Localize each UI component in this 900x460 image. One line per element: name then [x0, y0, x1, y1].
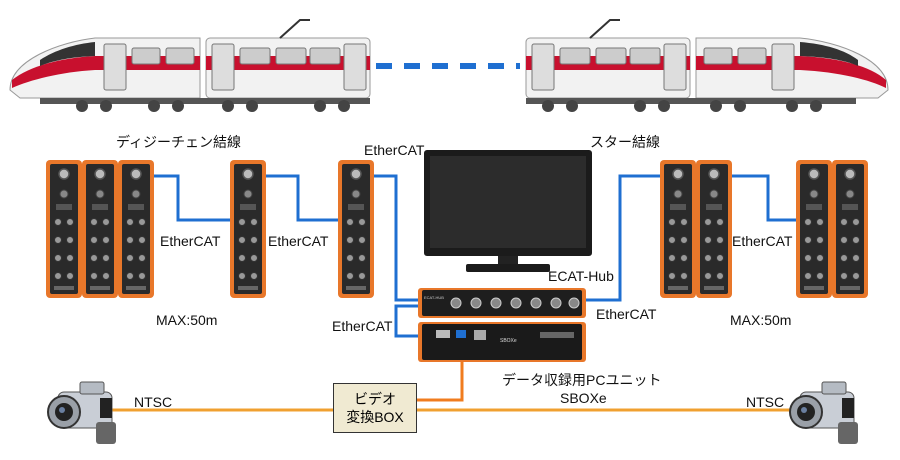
camcorder-left — [47, 381, 117, 445]
ethercat-top-label: EtherCAT — [364, 142, 425, 158]
sbox-device-text: SBOXe — [500, 338, 517, 344]
module-star-2 — [695, 159, 733, 299]
hub-device-text: ECAT-HUB — [424, 295, 444, 300]
module-daisy-1 — [45, 159, 83, 299]
unit-label-line1: データ収録用PCユニット — [502, 372, 662, 388]
ntsc-left-label: NTSC — [134, 394, 173, 410]
ethercat-cables — [152, 174, 796, 338]
video-box-line1: ビデオ — [354, 391, 396, 407]
unit-label-line2: SBOXe — [560, 390, 607, 406]
video-box-line2: 変換BOX — [346, 409, 404, 425]
module-star-3 — [795, 159, 833, 299]
ethercat-right1-label: EtherCAT — [596, 306, 657, 322]
module-star-4 — [831, 159, 869, 299]
module-star-1 — [659, 159, 697, 299]
video-converter-box: ビデオ 変換BOX — [333, 383, 417, 433]
ethercat-left1-label: EtherCAT — [160, 233, 221, 249]
star-label: スター結線 — [590, 134, 660, 150]
max-right-label: MAX:50m — [730, 312, 792, 328]
ethercat-right2-label: EtherCAT — [732, 233, 793, 249]
train-left — [9, 19, 371, 112]
monitor-icon — [424, 150, 592, 272]
ecat-hub-device: ECAT-HUB — [418, 288, 586, 318]
module-daisy-2 — [81, 159, 119, 299]
ntsc-right-label: NTSC — [746, 394, 785, 410]
train-right — [525, 19, 889, 112]
daisy-chain-label: ディジーチェン結線 — [116, 134, 242, 150]
module-daisy-3 — [117, 159, 155, 299]
module-daisy-5 — [337, 159, 375, 299]
max-left-label: MAX:50m — [156, 312, 218, 328]
camcorder-right — [789, 381, 859, 445]
sboxe-device: SBOXe — [418, 322, 586, 362]
ethercat-left2-label: EtherCAT — [268, 233, 329, 249]
ethercat-bottom-left-label: EtherCAT — [332, 318, 393, 334]
ecat-hub-label: ECAT-Hub — [548, 268, 614, 284]
module-daisy-4 — [229, 159, 267, 299]
